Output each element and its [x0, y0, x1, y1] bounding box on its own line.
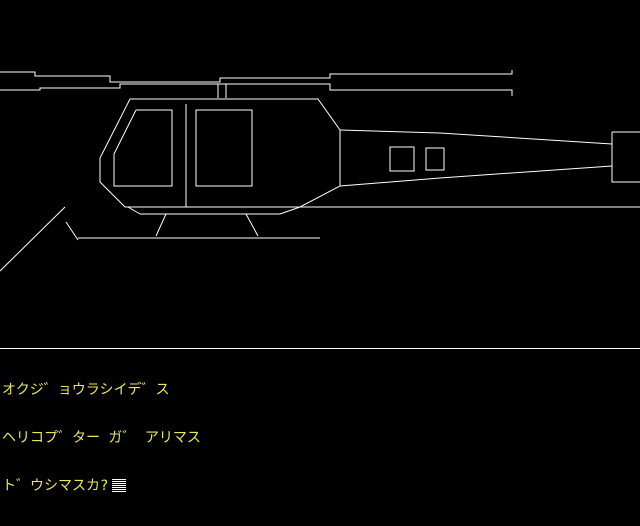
fuselage — [99, 98, 341, 208]
main-rotor — [0, 70, 513, 83]
message-line-2: ヘリコプ゛ター ガ゛ アリマス — [2, 430, 201, 446]
text-window: オクジ゛ョウラシイデ゛ス ヘリコプ゛ター ガ゛ アリマス ト゛ウシマスカ? — [2, 350, 638, 494]
message-line-1: オクジ゛ョウラシイデ゛ス — [2, 382, 170, 398]
fuselage — [127, 206, 141, 215]
tail-boom — [339, 165, 613, 187]
main-rotor — [0, 83, 513, 96]
horizon-line — [0, 206, 66, 272]
tail-window — [389, 146, 415, 172]
text-window-divider — [0, 348, 640, 349]
skid-strut — [245, 213, 259, 237]
input-cursor[interactable] — [112, 479, 127, 492]
skid-strut — [65, 221, 79, 241]
command-prompt: ト゛ウシマスカ? — [2, 478, 109, 494]
tail-fin — [611, 132, 640, 183]
tail-boom — [339, 129, 613, 145]
game-screen: オクジ゛ョウラシイデ゛ス ヘリコプ゛ター ガ゛ アリマス ト゛ウシマスカ? — [0, 70, 640, 494]
scene-view — [0, 70, 640, 272]
door-window — [195, 109, 253, 187]
skid-strut — [155, 213, 167, 237]
tail-window — [425, 147, 445, 171]
cockpit-window — [113, 109, 173, 187]
fuselage — [279, 206, 301, 215]
command-prompt-line[interactable]: ト゛ウシマスカ? — [2, 478, 638, 494]
